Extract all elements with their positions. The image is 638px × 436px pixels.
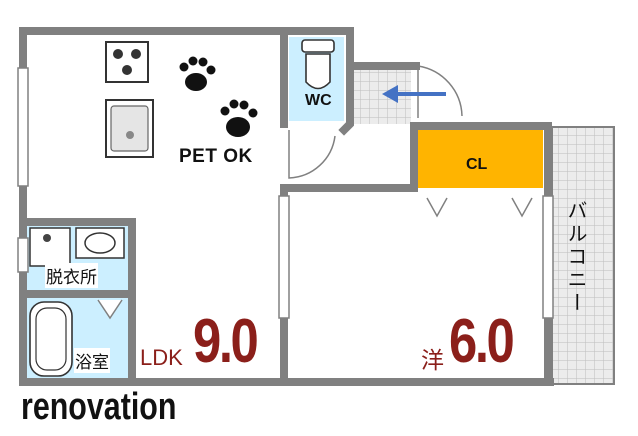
balcony-floor — [551, 126, 615, 385]
stove-icon — [105, 41, 149, 83]
paw-icon — [179, 56, 216, 91]
dressing-room-label: 脱衣所 — [45, 263, 98, 288]
closet-label: CL — [466, 156, 488, 173]
western-room-size-label: 6.0 — [449, 307, 515, 376]
doors — [97, 65, 533, 320]
toilet-label: WC — [305, 92, 332, 109]
washing-machine-icon — [29, 227, 71, 267]
balcony-label: バルコニー — [564, 200, 588, 315]
pet-ok-label: PET OK — [179, 146, 253, 167]
paw-icon — [220, 99, 258, 137]
closet-area — [418, 130, 543, 188]
bathtub-icon — [29, 301, 73, 377]
arrow-left-icon — [382, 85, 446, 103]
washbasin-icon — [75, 227, 125, 259]
toilet-icon — [301, 39, 335, 90]
renovation-caption: renovation — [21, 386, 177, 428]
sink-icon — [105, 99, 154, 158]
bathroom-label: 浴室 — [74, 348, 110, 373]
ldk-size-label: 9.0 — [193, 307, 259, 376]
western-room-unit-label: 洋 — [421, 348, 444, 374]
windows — [17, 67, 554, 319]
ldk-unit-label: LDK — [140, 345, 183, 370]
